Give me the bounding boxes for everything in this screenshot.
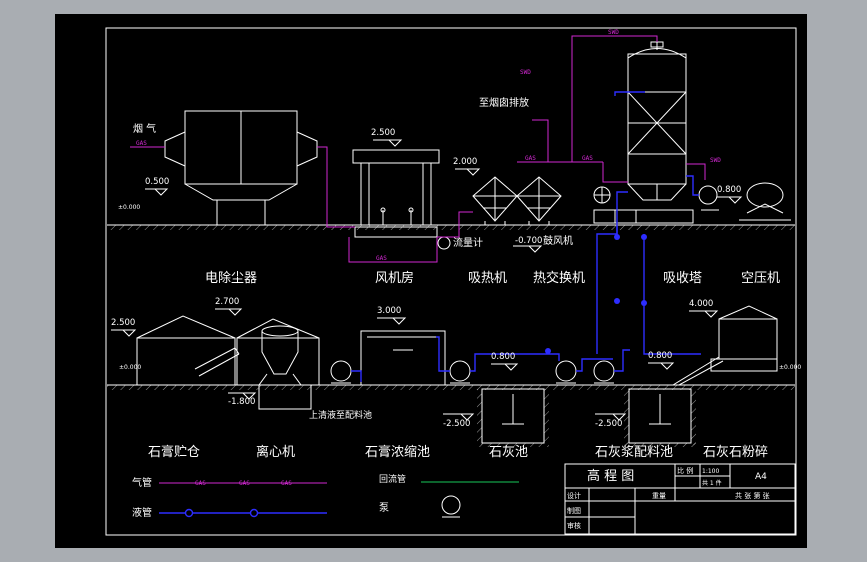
name-heat-absorber: 吸热机 — [468, 271, 507, 286]
sheet-label: 共 1 件 — [702, 479, 722, 487]
pump-thickener — [449, 360, 471, 384]
elev-slurry-pump: 0.800 — [648, 351, 672, 361]
lime-slurry-pond — [624, 388, 696, 447]
check-label: 审核 — [567, 521, 581, 530]
drawing-label: 制图 — [567, 506, 581, 515]
name-fan-room: 风机房 — [375, 270, 414, 286]
elev-gypsum-silo: 2.500 — [111, 318, 135, 328]
datum-lower-right: ±0.000 — [779, 364, 801, 371]
label-blower: 鼓风机 — [543, 234, 573, 247]
legend-gas-tag-2: GAS — [239, 480, 250, 487]
elev-fan-room: 2.500 — [371, 128, 395, 138]
name-limestone-crusher: 石灰石粉碎 — [703, 445, 768, 460]
datum-lower-left: ±0.000 — [119, 364, 141, 371]
gypsum-thickener — [360, 330, 446, 386]
elev-lime-pump: 0.800 — [491, 352, 515, 362]
gas-tag-1: GAS — [136, 140, 147, 147]
elev-heat-absorber: 2.000 — [453, 157, 477, 167]
gypsum-silo — [136, 315, 240, 386]
ground-line-upper — [107, 224, 795, 230]
elev-thickener: 3.000 — [377, 306, 401, 316]
name-slurry-pond: 石灰浆配料池 — [595, 445, 673, 460]
pump-slurry — [593, 360, 615, 384]
name-esp: 电除尘器 — [205, 271, 257, 286]
liquid-pipes — [351, 91, 701, 382]
datum-upper: ±0.000 — [118, 204, 140, 211]
elev-centrifuge: 2.700 — [215, 297, 239, 307]
swd-tag-2: SWD — [710, 157, 721, 164]
swd-tag-3: SWD — [520, 69, 531, 76]
weight-label: 重量 — [652, 492, 666, 500]
gas-tag-3: GAS — [525, 155, 536, 162]
scale-label: 比 例 — [677, 466, 693, 475]
name-heat-exchanger: 热交换机 — [533, 270, 585, 286]
elev-centrifuge-pit: -1.800 — [228, 397, 255, 407]
legend-pump-label: 泵 — [379, 502, 389, 514]
title-text: 高 程 图 — [587, 468, 634, 484]
esp-unit — [164, 110, 318, 225]
name-lime-pond: 石灰池 — [489, 445, 528, 460]
title-block: 高 程 图 比 例 1:100 共 1 件 A4 设计 制图 审核 重量 共 张… — [564, 463, 796, 535]
lime-pond — [477, 388, 549, 447]
elev-air-comp: 0.800 — [717, 185, 741, 195]
name-air-compressor: 空压机 — [741, 271, 780, 286]
gas-pipes — [130, 35, 706, 263]
name-centrifuge: 离心机 — [256, 444, 295, 460]
gas-tag-4: GAS — [582, 155, 593, 162]
legend-pump-icon — [441, 495, 461, 518]
pump-lime — [555, 360, 577, 384]
name-absorber-tower: 吸收塔 — [663, 271, 702, 286]
pump-centrifuge — [330, 360, 352, 384]
pump-tower — [698, 185, 719, 211]
legend-return-label: 回流管 — [379, 473, 406, 485]
paper-size: A4 — [755, 472, 767, 482]
elev-slurry-pit: -2.500 — [595, 419, 622, 429]
name-gypsum-thickener: 石膏浓缩池 — [365, 444, 430, 460]
flowmeter — [437, 236, 451, 250]
legend: 气管 GAS GAS GAS 液管 回流管 泵 — [132, 473, 519, 519]
swd-tag-1: SWD — [608, 29, 619, 36]
elev-lime-pit: -2.500 — [443, 419, 470, 429]
gas-pipe-tags: GAS GAS GAS GAS SWD SWD SWD — [136, 29, 721, 262]
fan-room-foundation — [354, 226, 438, 238]
scale-value: 1:100 — [702, 468, 719, 475]
heat-exchanger — [516, 176, 562, 225]
elev-crusher: 4.000 — [689, 299, 713, 309]
legend-gas-tag-1: GAS — [195, 480, 206, 487]
label-upper-liquid: 上清液至配料池 — [309, 409, 372, 421]
limestone-crusher — [672, 305, 778, 386]
legend-gas-label: 气管 — [132, 476, 152, 489]
equipment-labels: 电除尘器 风机房 吸热机 热交换机 吸收塔 空压机 石膏贮仓 离心机 石膏浓缩池… — [148, 270, 780, 460]
air-compressor — [739, 182, 791, 221]
drawing-border — [105, 27, 797, 536]
legend-liquid-label: 液管 — [132, 506, 152, 519]
label-to-stack: 至烟囱排放 — [479, 96, 529, 109]
elev-blower: -0.700 — [515, 236, 542, 246]
elevation-markers: 0.500 2.500 2.000 -0.700 0.800 2.500 2.7… — [111, 128, 801, 429]
design-label: 设计 — [567, 491, 581, 500]
drawing-sheet: GAS GAS GAS GAS SWD SWD SWD 0.500 2.500 … — [55, 14, 807, 548]
name-gypsum-silo: 石膏贮仓 — [148, 444, 200, 460]
fan-room — [352, 149, 440, 226]
legend-gas-tag-3: GAS — [281, 480, 292, 487]
centrifuge — [236, 318, 320, 410]
absorber-tower — [614, 41, 694, 224]
gas-tag-2: GAS — [376, 255, 387, 262]
label-smoke: 烟 气 — [133, 122, 156, 135]
heat-absorber — [472, 176, 518, 225]
sheet-count: 共 张 第 张 — [735, 491, 770, 500]
process-elevation-diagram: GAS GAS GAS GAS SWD SWD SWD 0.500 2.500 … — [105, 27, 801, 536]
elev-esp: 0.500 — [145, 177, 169, 187]
label-flowmeter: 流量计 — [453, 236, 483, 249]
